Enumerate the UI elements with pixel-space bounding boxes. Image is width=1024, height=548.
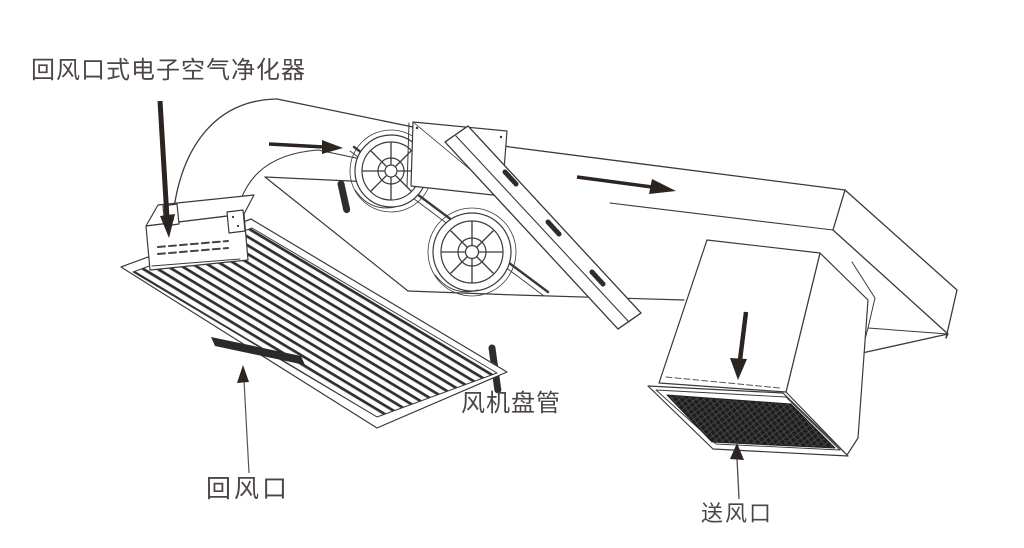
duct-bend-outer-edge (844, 189, 958, 339)
fan-coil-unit (242, 121, 685, 401)
supply-grille-mesh (666, 394, 836, 449)
arrow-flow-elbow-icon (268, 140, 343, 154)
arrow-down-supply-box-icon (730, 311, 749, 380)
leader-return-air-icon (237, 365, 250, 474)
duct-bend-bottom-edge (861, 333, 949, 354)
duct-body-fill (172, 99, 845, 230)
air-purifier-unit (145, 194, 255, 271)
grille-center-damper (211, 337, 305, 365)
airflow-arrows (157, 100, 749, 380)
fan-coil-left-edge (264, 176, 409, 292)
duct-end-edge (832, 189, 846, 231)
duct-elbow-outer-edge (171, 98, 278, 227)
supply-box-hidden-edge (665, 376, 781, 389)
leader-supply-air-icon (730, 443, 744, 500)
duct-lower-edge (609, 202, 834, 231)
supply-box-front-face (658, 239, 821, 393)
supply-air-box (647, 239, 869, 457)
blower-spokes-left (362, 142, 420, 200)
blower-spokes-right (441, 221, 503, 283)
label-supply-air-outlet: 送风口 (701, 502, 774, 527)
blower-scroll-right (434, 274, 479, 293)
arrow-down-to-purifier-icon (157, 100, 175, 238)
purifier-base-line (151, 258, 241, 267)
blower-wheel-left (349, 129, 433, 213)
arrow-flow-duct-icon (576, 175, 676, 194)
blower-scroll-left (354, 189, 396, 209)
label-return-air-outlet: 回风口 (206, 474, 291, 503)
label-air-purifier: 回风口式电子空气净化器 (31, 56, 306, 84)
label-fan-coil: 风机盘管 (461, 389, 561, 417)
duct-top-edge (276, 98, 846, 191)
label-leaders (237, 365, 744, 500)
coil-slab (444, 125, 642, 330)
blower-wheel-right (427, 207, 517, 297)
purifier-slot-louvers (157, 240, 229, 255)
return-air-grille (120, 218, 508, 429)
purifier-bracket-right (226, 209, 246, 234)
duct-bend-fill (833, 190, 957, 338)
coil-fin-shading (502, 169, 606, 287)
